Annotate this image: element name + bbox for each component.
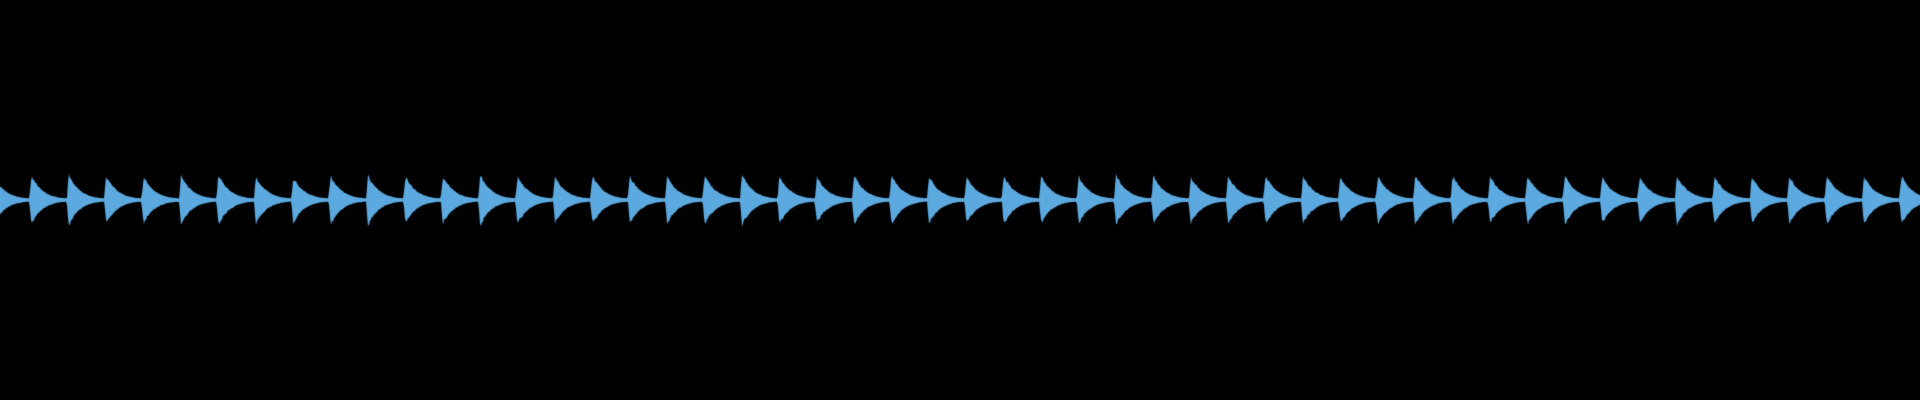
waveform-viewer[interactable]	[0, 0, 1920, 400]
waveform-canvas[interactable]	[0, 0, 1920, 400]
